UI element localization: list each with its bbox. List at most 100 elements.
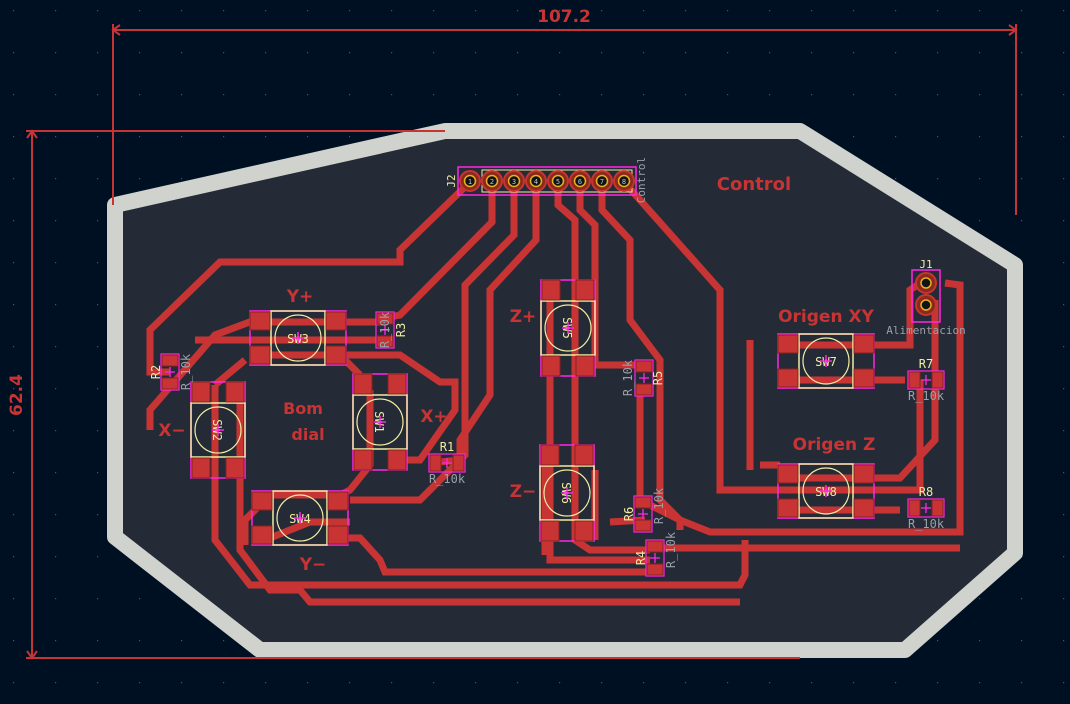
switch-pad[interactable]	[777, 498, 799, 518]
resistor-pad[interactable]	[908, 499, 921, 517]
switch-pad[interactable]	[251, 525, 273, 545]
grid-dot	[181, 52, 183, 54]
grid-dot	[895, 136, 897, 138]
resistor-r1[interactable]: R1R_10k	[428, 440, 466, 486]
switch-pad[interactable]	[325, 345, 347, 365]
switch-pad[interactable]	[574, 444, 594, 466]
switch-pad[interactable]	[353, 373, 373, 395]
resistor-pad[interactable]	[161, 354, 179, 367]
grid-dot	[55, 430, 57, 432]
j2-drill	[485, 174, 499, 188]
resistor-courtyard	[633, 495, 653, 533]
grid-dot	[223, 94, 225, 96]
resistor-pad[interactable]	[376, 312, 394, 325]
switch-pad[interactable]	[541, 279, 561, 301]
switch-pad[interactable]	[574, 520, 594, 542]
grid-dot	[1021, 178, 1023, 180]
switch-pad[interactable]	[777, 368, 799, 388]
resistor-pad[interactable]	[908, 371, 921, 389]
grid-dot	[979, 640, 981, 642]
resistor-pad[interactable]	[634, 496, 652, 509]
grid-dot	[853, 94, 855, 96]
switch-pad[interactable]	[541, 355, 561, 377]
switch-pad[interactable]	[353, 449, 373, 471]
resistor-pad[interactable]	[452, 454, 465, 472]
grid-dot	[223, 10, 225, 12]
switch-sw4[interactable]: SW4	[251, 490, 349, 546]
switch-actuator-outline	[802, 337, 850, 385]
switch-sw2[interactable]: SW2	[190, 381, 246, 479]
switch-sw6[interactable]: SW6	[539, 444, 595, 542]
switch-pad[interactable]	[540, 520, 560, 542]
switch-sw7[interactable]: SW7	[777, 333, 875, 389]
grid-dot	[13, 10, 15, 12]
switch-pad[interactable]	[853, 498, 875, 518]
switch-pad[interactable]	[853, 464, 875, 484]
switch-sw1[interactable]: SW1	[352, 373, 408, 471]
resistor-r5[interactable]: R5R_10k	[621, 359, 665, 397]
resistor-pad[interactable]	[931, 371, 944, 389]
j2-courtyard	[457, 166, 637, 196]
grid-dot	[727, 94, 729, 96]
switch-pad[interactable]	[540, 444, 560, 466]
grid-dot	[139, 640, 141, 642]
switch-pad[interactable]	[225, 381, 245, 403]
resistor-r3[interactable]: R3R_10k	[375, 311, 408, 349]
j1-courtyard	[911, 269, 941, 323]
resistor-r8[interactable]: R8R_10k	[907, 485, 945, 531]
j2-pin-number: 3	[512, 178, 516, 186]
grid-dot	[1063, 682, 1065, 684]
resistor-pad[interactable]	[161, 377, 179, 390]
resistor-value: R_10k	[652, 487, 666, 524]
resistor-pad[interactable]	[931, 499, 944, 517]
grid-dot	[1063, 598, 1065, 600]
switch-sw3[interactable]: SW3	[249, 310, 347, 366]
resistor-pad[interactable]	[429, 454, 442, 472]
switch-sw8[interactable]: SW8	[777, 463, 875, 519]
switch-pad[interactable]	[575, 279, 595, 301]
resistor-r7[interactable]: R7R_10k	[907, 357, 945, 403]
switch-pad[interactable]	[191, 381, 211, 403]
resistor-pad[interactable]	[376, 335, 394, 348]
connector-j1[interactable]: J1 Alimentacion	[886, 258, 965, 337]
switch-pad[interactable]	[325, 311, 347, 331]
switch-pad[interactable]	[777, 464, 799, 484]
resistor-courtyard	[160, 353, 180, 391]
switch-pad[interactable]	[327, 525, 349, 545]
resistor-pad[interactable]	[635, 360, 653, 373]
switch-sw5[interactable]: SW5	[540, 279, 596, 377]
resistor-pad[interactable]	[635, 383, 653, 396]
switch-pad[interactable]	[853, 368, 875, 388]
resistor-pad[interactable]	[646, 563, 664, 576]
switch-pad[interactable]	[249, 345, 271, 365]
switch-silk-body	[539, 465, 595, 521]
switch-pad[interactable]	[225, 457, 245, 479]
switch-pad[interactable]	[191, 457, 211, 479]
grid-dot	[55, 640, 57, 642]
switch-pad[interactable]	[853, 334, 875, 354]
label-y-plus: Y+	[286, 287, 314, 307]
resistor-pad[interactable]	[634, 519, 652, 532]
switch-pad[interactable]	[575, 355, 595, 377]
switch-pad[interactable]	[387, 449, 407, 471]
resistor-pad[interactable]	[646, 540, 664, 553]
switch-pad[interactable]	[251, 491, 273, 511]
switch-pad[interactable]	[777, 334, 799, 354]
resistor-reference: R8	[919, 485, 933, 499]
resistor-value: R_10k	[621, 359, 635, 396]
switch-pad[interactable]	[387, 373, 407, 395]
grid-dot	[55, 598, 57, 600]
grid-dot	[475, 682, 477, 684]
switch-silk-body	[270, 310, 326, 366]
label-bom: Bom	[283, 399, 323, 418]
switch-pad[interactable]	[327, 491, 349, 511]
grid-dot	[727, 10, 729, 12]
switch-pad[interactable]	[249, 311, 271, 331]
grid-dot	[769, 10, 771, 12]
grid-dot	[97, 304, 99, 306]
